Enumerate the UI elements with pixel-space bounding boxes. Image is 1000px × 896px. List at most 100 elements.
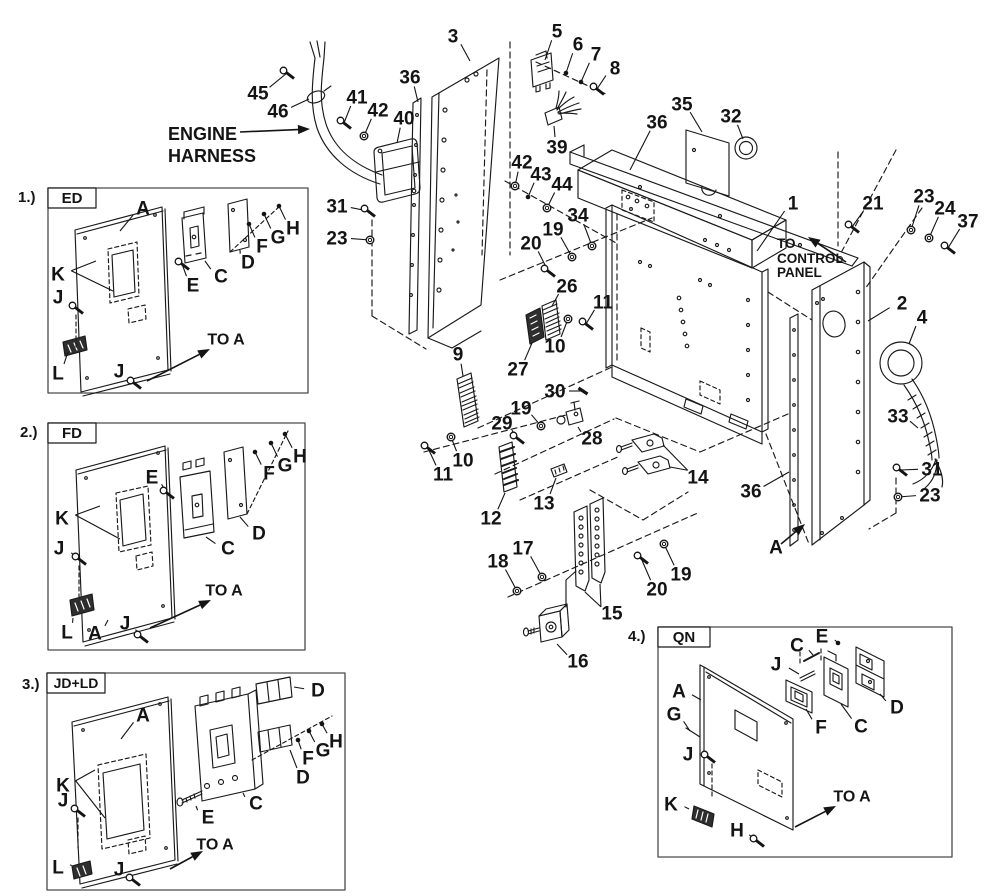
callout-35: 35 (671, 95, 693, 116)
direction-arrow (169, 856, 193, 870)
callout-31: 31 (921, 460, 943, 481)
terminal-strip-9 (456, 372, 480, 428)
leader-line (879, 693, 887, 702)
leader-line (553, 125, 556, 138)
callout-g: G (271, 228, 286, 249)
callout-j: J (120, 614, 131, 635)
fastener-glyph (540, 264, 549, 273)
leader-line (497, 492, 506, 510)
callout-20: 20 (646, 580, 667, 601)
inset-4-index: 4.) (628, 628, 646, 645)
fastener-glyph (282, 431, 288, 437)
leader-line (689, 111, 703, 133)
leader-line (556, 643, 568, 656)
fastener-glyph (295, 737, 301, 743)
callout-11: 11 (433, 465, 454, 486)
callout-44: 44 (551, 175, 573, 196)
callout-36: 36 (399, 68, 420, 89)
fastener-glyph (844, 220, 853, 229)
inset-1-code: ED (62, 190, 83, 207)
callout-j: J (771, 655, 782, 676)
fastener-glyph (589, 82, 598, 91)
callout-27: 27 (507, 360, 528, 381)
fastener-glyph (659, 539, 669, 549)
callout-to-a: TO A (205, 583, 243, 600)
leader-line (851, 210, 865, 228)
callout-36: 36 (646, 113, 667, 134)
inset-2-index: 2.) (20, 424, 38, 441)
callout-13: 13 (533, 494, 554, 515)
callout-36: 36 (740, 482, 761, 503)
leader-line (947, 228, 961, 249)
fastener-glyph (563, 70, 569, 76)
callout-21: 21 (862, 194, 884, 215)
callout-34: 34 (567, 206, 589, 227)
fastener-glyph (577, 386, 589, 396)
direction-arrow-head (823, 806, 836, 816)
fastener-glyph (279, 66, 288, 75)
leader-line (269, 72, 288, 88)
fastener-glyph (319, 721, 325, 727)
callout-k: K (56, 776, 70, 797)
callout-j: J (114, 860, 125, 881)
leader-line (290, 98, 310, 108)
callout-k: K (51, 265, 65, 286)
leader-line (736, 124, 744, 140)
callout-28: 28 (581, 429, 602, 450)
callout-23: 23 (913, 187, 934, 208)
callout-d: D (296, 768, 310, 789)
fastener-glyph (892, 463, 901, 472)
callout-d: D (311, 681, 325, 702)
callout-23: 23 (919, 486, 940, 507)
fastener-glyph (420, 441, 429, 450)
fastener-glyph (159, 486, 168, 495)
callout-j: J (114, 362, 125, 383)
callout-d: D (252, 524, 266, 545)
fastener-glyph (446, 432, 456, 442)
callout-10: 10 (452, 451, 473, 472)
fastener-glyph (895, 494, 901, 500)
fastener-glyph (512, 183, 518, 189)
fastener-glyph (633, 551, 642, 560)
callout-30: 30 (544, 382, 565, 403)
engine-harness-label-line2: HARNESS (168, 146, 256, 166)
fastener-glyph (71, 552, 80, 561)
wire-bundle-39 (544, 90, 582, 126)
panel-2 (811, 256, 871, 546)
callout-to-a: TO A (196, 837, 234, 854)
callout-c: C (214, 267, 228, 288)
coiled-cable-33 (903, 378, 944, 489)
leader-line (551, 293, 560, 307)
fastener-glyph (365, 235, 375, 245)
leader-line (75, 780, 106, 819)
callout-to-a: TO A (207, 332, 245, 349)
fastener-glyph (587, 241, 597, 251)
leader-line (683, 720, 691, 732)
callout-e: E (146, 468, 159, 489)
fastener-glyph (360, 204, 369, 213)
fastener-glyph (448, 434, 454, 440)
callout-1: 1 (788, 194, 799, 215)
callout-c: C (249, 794, 263, 815)
fastener-glyph (578, 79, 584, 85)
callout-24: 24 (934, 199, 956, 220)
callout-17: 17 (512, 539, 533, 560)
fastener-glyph (514, 588, 520, 594)
fastener-glyph (835, 640, 841, 646)
direction-arrow (149, 604, 201, 629)
direction-arrow-head (190, 851, 203, 861)
callout-7: 7 (591, 45, 602, 66)
leader-line (75, 505, 101, 516)
leader-line (75, 514, 121, 540)
leader-line (195, 805, 199, 811)
fastener-glyph (133, 630, 142, 639)
diagram-line-art (46, 40, 953, 891)
leader-line (63, 351, 69, 365)
terminal-plates-15 (573, 497, 606, 592)
fastener-glyph (661, 541, 667, 547)
fastener-glyph (512, 586, 522, 596)
callout-d: D (241, 253, 255, 274)
leader-line (763, 471, 790, 488)
leader-line (71, 270, 114, 292)
